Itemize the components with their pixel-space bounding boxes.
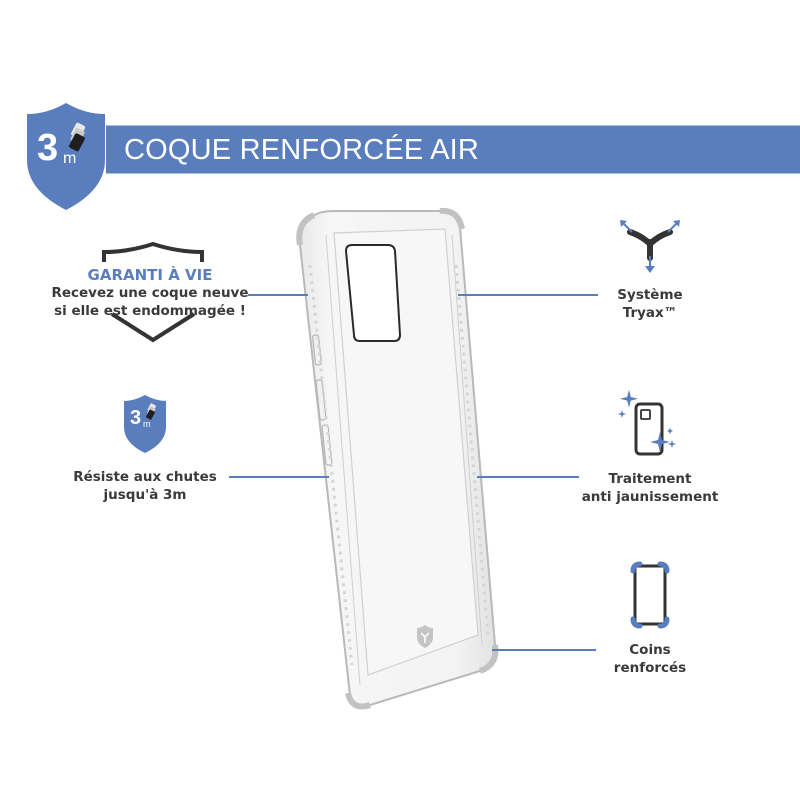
title-banner: COQUE RENFORCÉE AIR	[106, 125, 800, 174]
tryax-line1: Système	[617, 287, 683, 303]
anti-yellowing-line2: anti jaunissement	[581, 489, 719, 505]
warranty-text: GARANTI À VIE Recevez une coque neuve si…	[40, 266, 260, 320]
corners-icon-wrap	[630, 561, 670, 629]
badge-unit: m	[63, 150, 77, 167]
leader-line-drop	[229, 476, 329, 478]
reinforced-corners-icon	[630, 561, 670, 629]
badge-number: 3	[37, 127, 59, 169]
anti-yellowing-line1: Traitement	[608, 471, 692, 487]
corners-line1: Coins	[629, 642, 671, 658]
leader-line-tryax	[458, 294, 598, 296]
drop-shield-icon	[27, 103, 105, 210]
anti-yellowing-icon-wrap	[618, 388, 684, 460]
tryax-text: Système Tryax™	[580, 286, 720, 322]
leader-line-anti-yellowing	[477, 476, 579, 478]
clear-phone-case-image	[290, 205, 505, 715]
page-title: COQUE RENFORCÉE AIR	[124, 134, 480, 166]
anti-yellowing-text: Traitement anti jaunissement	[570, 470, 730, 506]
leader-line-warranty	[248, 294, 308, 296]
warranty-shield-outline-icon	[102, 242, 204, 343]
warranty-line2: si elle est endommagée !	[54, 303, 246, 319]
drop-line2: jusqu'à 3m	[103, 487, 187, 503]
warranty-line1: Recevez une coque neuve	[51, 285, 249, 301]
drop-shield-badge: 3 m	[25, 100, 107, 212]
warranty-title: GARANTI À VIE	[87, 266, 213, 284]
corners-text: Coins renforcés	[580, 641, 720, 677]
corners-line2: renforcés	[613, 660, 687, 676]
drop-badge-unit: m	[143, 419, 151, 429]
drop-text: Résiste aux chutes jusqu'à 3m	[60, 468, 230, 504]
drop-badge-number: 3	[130, 407, 142, 429]
brand-shield-logo-icon	[417, 625, 433, 648]
drop-line1: Résiste aux chutes	[73, 469, 217, 485]
warranty-feature	[65, 242, 240, 344]
leader-line-corners	[492, 649, 596, 651]
tryax-system-icon	[620, 220, 680, 273]
tryax-icon-wrap	[618, 218, 682, 274]
drop-3m-badge: 3 m	[122, 393, 168, 455]
sparkle-phone-icon	[618, 389, 676, 456]
drop-3m-shield-icon	[124, 395, 166, 453]
tryax-line2: Tryax™	[622, 305, 678, 321]
